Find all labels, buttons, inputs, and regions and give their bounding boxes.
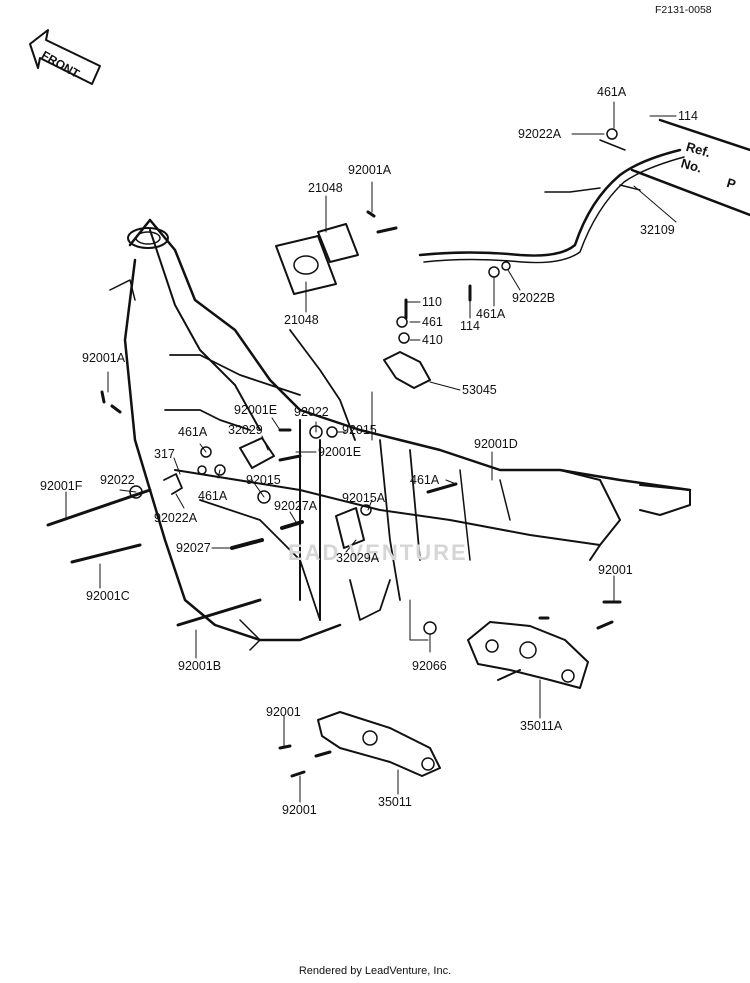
part-label: 92001E [234, 403, 278, 417]
part-label: 92022A [518, 127, 562, 141]
bracket-21048-lower [275, 235, 337, 295]
part-label: 92001D [474, 437, 518, 451]
part-label: 92001A [82, 351, 126, 365]
bracket-21048-upper [317, 223, 359, 263]
front-arrow-icon [29, 29, 101, 85]
main-frame [128, 218, 692, 492]
bracket-32029A [335, 507, 365, 549]
part-label: 92001C [86, 589, 130, 603]
part-label: 92022 [294, 405, 329, 419]
watermark: EAD VENTURE [288, 540, 468, 565]
part-label: 92001 [282, 803, 317, 817]
document-code: F2131-0058 [655, 4, 712, 16]
part-label: 92001B [178, 659, 222, 673]
part-label: 92027 [176, 541, 211, 555]
part-label: 92027A [274, 499, 318, 513]
bracket-32029 [239, 437, 275, 469]
ref-note-box [630, 118, 750, 217]
bolt-92001C [70, 543, 142, 564]
part-label: 92001F [40, 479, 83, 493]
bolt-92027A [280, 520, 304, 530]
part-label: 317 [154, 447, 175, 461]
part-label: 35011A [520, 719, 563, 733]
part-label: 92022B [512, 291, 556, 305]
part-label: 92022 [100, 473, 135, 487]
part-label: 92066 [412, 659, 447, 673]
part-label: 92015 [342, 423, 377, 437]
part-label: 32029 [228, 423, 263, 437]
bolt-92001F [46, 488, 152, 527]
part-label: 461A [198, 489, 228, 503]
part-label: 461A [597, 85, 627, 99]
part-label: 461 [422, 315, 443, 329]
part-label: 114 [460, 319, 480, 333]
engine-mount-35011 [317, 711, 441, 777]
part-label: 461A [410, 473, 440, 487]
footer-credit: Rendered by LeadVenture, Inc. [298, 965, 452, 977]
part-label: 92001 [598, 563, 633, 577]
part-label: 92015A [342, 491, 386, 505]
part-label: 114 [678, 109, 698, 123]
seat-rail [418, 148, 682, 257]
part-label: 21048 [308, 181, 343, 195]
part-label: 92001 [266, 705, 301, 719]
part-label: 410 [422, 333, 443, 347]
part-label: 35011 [378, 795, 412, 809]
bracket-53045 [383, 351, 431, 389]
part-label: 32029A [336, 551, 380, 565]
part-label: 92022A [154, 511, 198, 525]
part-label: 21048 [284, 313, 319, 327]
part-label: 92001E [318, 445, 362, 459]
part-label: 92001A [348, 163, 392, 177]
part-label: 32109 [640, 223, 675, 237]
part-label: 53045 [462, 383, 497, 397]
part-label: 461A [476, 307, 506, 321]
part-label: 461A [178, 425, 208, 439]
bolt-92001B [176, 598, 262, 627]
part-label: 110 [422, 295, 442, 309]
engine-mount-35011A [467, 621, 589, 689]
part-label: 92015 [246, 473, 281, 487]
bolt-92027 [230, 538, 264, 550]
